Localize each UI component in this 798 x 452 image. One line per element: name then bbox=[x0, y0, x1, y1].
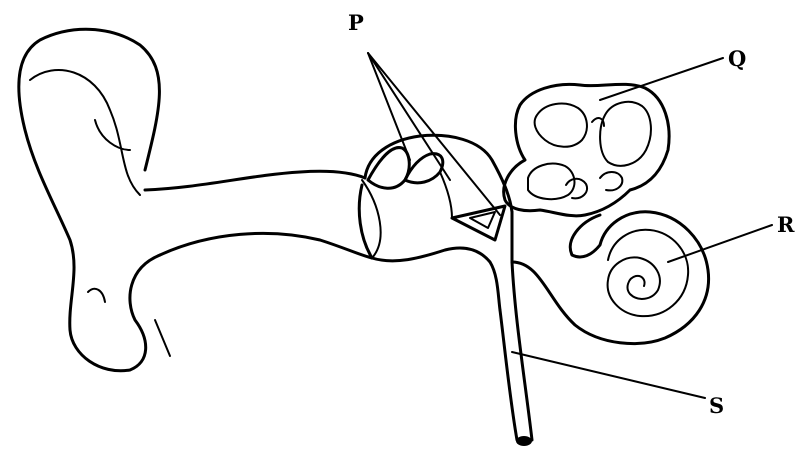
ossicles bbox=[368, 148, 505, 240]
middle-ear bbox=[359, 135, 512, 310]
malleus bbox=[368, 148, 409, 189]
tube-end bbox=[516, 436, 532, 446]
incus bbox=[405, 154, 443, 183]
label-p: P bbox=[348, 10, 364, 35]
label-q: Q bbox=[728, 46, 746, 71]
pinna bbox=[19, 29, 170, 370]
semicircular-canals bbox=[504, 84, 669, 216]
label-s: S bbox=[709, 393, 724, 418]
label-r: R bbox=[777, 212, 795, 237]
labels: P Q R S bbox=[348, 10, 795, 418]
eustachian-tube bbox=[500, 262, 532, 446]
cochlea bbox=[512, 212, 709, 344]
ear-canal bbox=[145, 171, 372, 258]
